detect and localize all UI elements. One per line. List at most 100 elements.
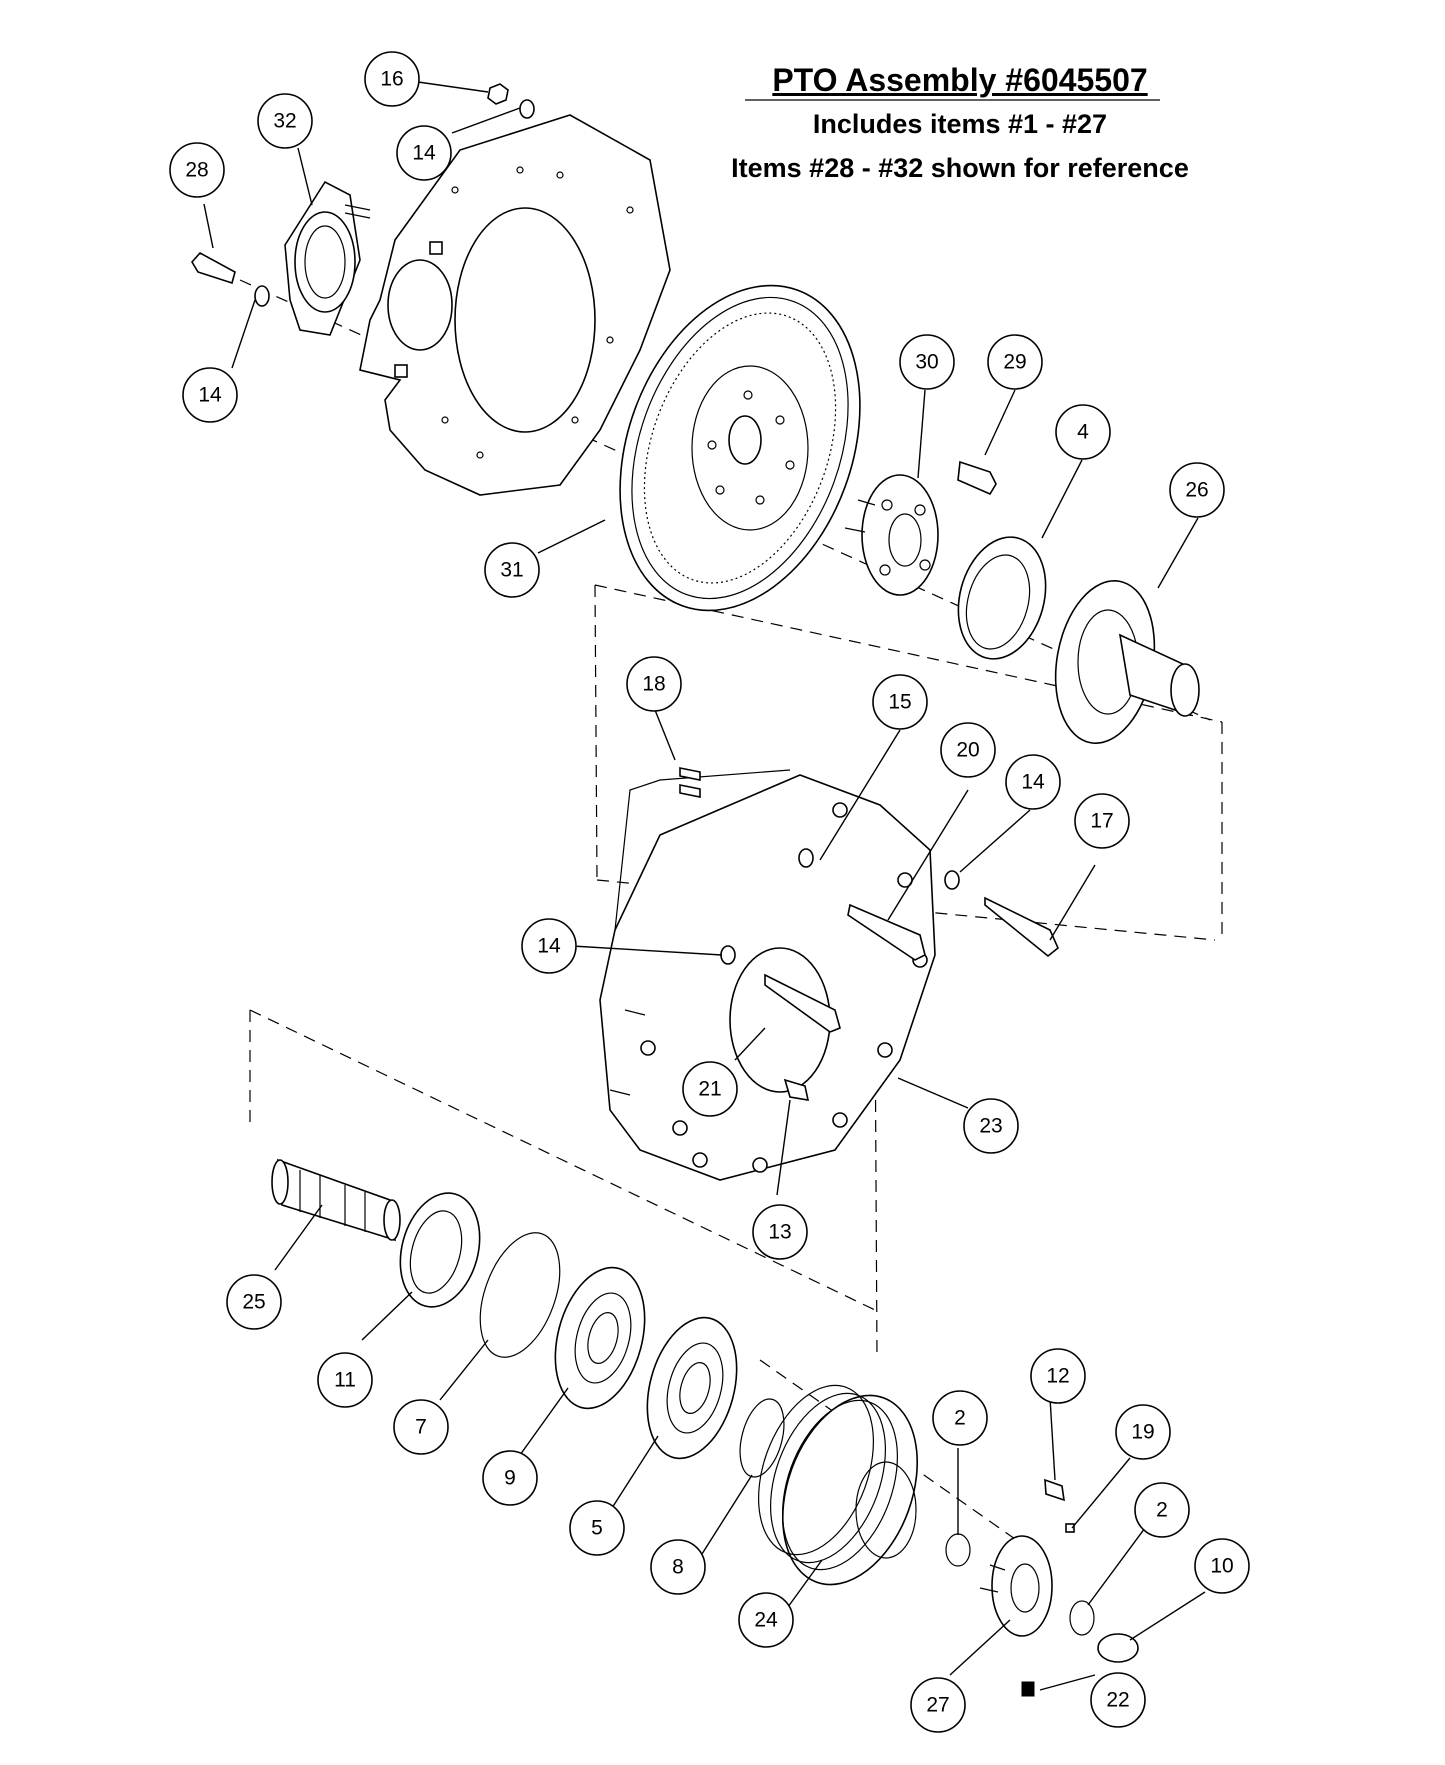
callout-18: 18: [626, 656, 682, 712]
callout-14: 14: [396, 125, 452, 181]
svg-text:10: 10: [1210, 1555, 1233, 1578]
svg-text:24: 24: [754, 1609, 778, 1632]
svg-text:11: 11: [334, 1369, 356, 1392]
callout-17: 17: [1074, 793, 1130, 849]
svg-text:4: 4: [1077, 421, 1089, 444]
callout-28: 28: [169, 142, 225, 198]
svg-text:16: 16: [380, 68, 403, 91]
svg-text:27: 27: [926, 1694, 949, 1717]
svg-text:14: 14: [537, 935, 561, 958]
part-20-bolt: [847, 903, 926, 961]
callout-22: 22: [1090, 1672, 1146, 1728]
svg-text:23: 23: [979, 1115, 1002, 1138]
part-16-nut: [487, 83, 509, 105]
part-27-hub: [979, 1535, 1053, 1637]
part-31-flywheel: [619, 284, 861, 612]
callout-15: 15: [872, 674, 928, 730]
svg-text:25: 25: [242, 1291, 265, 1314]
svg-text:14: 14: [1021, 771, 1045, 794]
callout-29: 29: [987, 334, 1043, 390]
part-5-bearing: [646, 1316, 738, 1460]
svg-text:31: 31: [500, 559, 523, 582]
part-12-bolt: [1044, 1478, 1065, 1502]
part-23-pto-housing: [599, 769, 936, 1181]
callout-19: 19: [1115, 1404, 1171, 1460]
svg-text:17: 17: [1090, 810, 1113, 833]
svg-text:8: 8: [672, 1556, 684, 1579]
svg-text:2: 2: [1156, 1499, 1168, 1522]
callout-11: 11: [317, 1352, 373, 1408]
svg-text:7: 7: [415, 1416, 427, 1439]
part-7-snap-ring: [479, 1232, 561, 1358]
callout-26: 26: [1169, 462, 1225, 518]
part-28-bolt: [191, 251, 236, 285]
callout-24: 24: [738, 1592, 794, 1648]
callout-8: 8: [650, 1539, 706, 1595]
svg-text:15: 15: [888, 691, 911, 714]
callout-10: 10: [1194, 1538, 1250, 1594]
callout-9: 9: [482, 1450, 538, 1506]
callout-5: 5: [569, 1500, 625, 1556]
callout-2: 2: [1134, 1482, 1190, 1538]
svg-text:14: 14: [198, 384, 222, 407]
diagram-title: PTO Assembly #6045507: [772, 62, 1148, 98]
svg-text:29: 29: [1003, 351, 1026, 374]
part-14-washer-right: [944, 870, 960, 890]
part-14-washer-top: [519, 99, 535, 119]
part-24-pulley: [758, 1384, 919, 1586]
part-19-fitting: [1065, 1523, 1075, 1533]
svg-text:26: 26: [1185, 479, 1208, 502]
part-engine-adapter-plate: [359, 114, 671, 496]
svg-text:12: 12: [1046, 1365, 1069, 1388]
part-17-bolt: [984, 896, 1059, 958]
callout-12: 12: [1030, 1348, 1086, 1404]
svg-text:9: 9: [504, 1467, 516, 1490]
callout-14: 14: [521, 918, 577, 974]
part-4-seal: [957, 536, 1047, 660]
part-15-washer: [798, 848, 814, 868]
part-30-coupling: [844, 474, 939, 596]
callout-31: 31: [484, 542, 540, 598]
part-9-bearing: [554, 1266, 646, 1410]
part-32-bearing-flange: [284, 180, 371, 336]
svg-text:28: 28: [185, 159, 208, 182]
svg-text:22: 22: [1106, 1689, 1129, 1712]
callout-20: 20: [940, 722, 996, 778]
part-13-bolt: [783, 1078, 810, 1101]
part-2-snap-ring-a: [945, 1533, 971, 1567]
svg-text:2: 2: [954, 1407, 966, 1430]
callout-32: 32: [257, 93, 313, 149]
callout-27: 27: [910, 1677, 966, 1733]
callout-4: 4: [1055, 404, 1111, 460]
part-18-dowel-pins: [679, 767, 701, 798]
part-11-seal: [399, 1192, 481, 1308]
part-21-bolt: [764, 973, 841, 1033]
svg-text:20: 20: [956, 739, 979, 762]
svg-text:21: 21: [698, 1078, 721, 1101]
callout-23: 23: [963, 1098, 1019, 1154]
svg-text:30: 30: [915, 351, 938, 374]
callout-14: 14: [1005, 754, 1061, 810]
svg-text:18: 18: [642, 673, 665, 696]
callout-14: 14: [182, 367, 238, 423]
svg-text:5: 5: [591, 1517, 603, 1540]
callout-25: 25: [226, 1274, 282, 1330]
reference-note: Items #28 - #32 shown for reference: [731, 153, 1189, 183]
svg-text:32: 32: [273, 110, 296, 133]
part-26-hub: [1054, 580, 1200, 744]
part-25-shaft: [271, 1158, 401, 1242]
part-14-washer-mid: [720, 945, 736, 965]
part-14-washer-left: [254, 285, 270, 307]
svg-text:14: 14: [412, 142, 436, 165]
svg-text:13: 13: [768, 1221, 791, 1244]
part-22-grease-fitting: [1021, 1681, 1035, 1697]
callout-16: 16: [364, 51, 420, 107]
includes-note: Includes items #1 - #27: [812, 109, 1108, 139]
part-2-snap-ring-b: [1069, 1600, 1095, 1636]
title-block: PTO Assembly #6045507 Includes items #1 …: [640, 58, 1280, 190]
callout-7: 7: [393, 1399, 449, 1455]
callout-13: 13: [752, 1204, 808, 1260]
part-10-cap: [1097, 1633, 1139, 1663]
part-29-capscrew: [957, 460, 997, 496]
svg-text:19: 19: [1131, 1421, 1154, 1444]
